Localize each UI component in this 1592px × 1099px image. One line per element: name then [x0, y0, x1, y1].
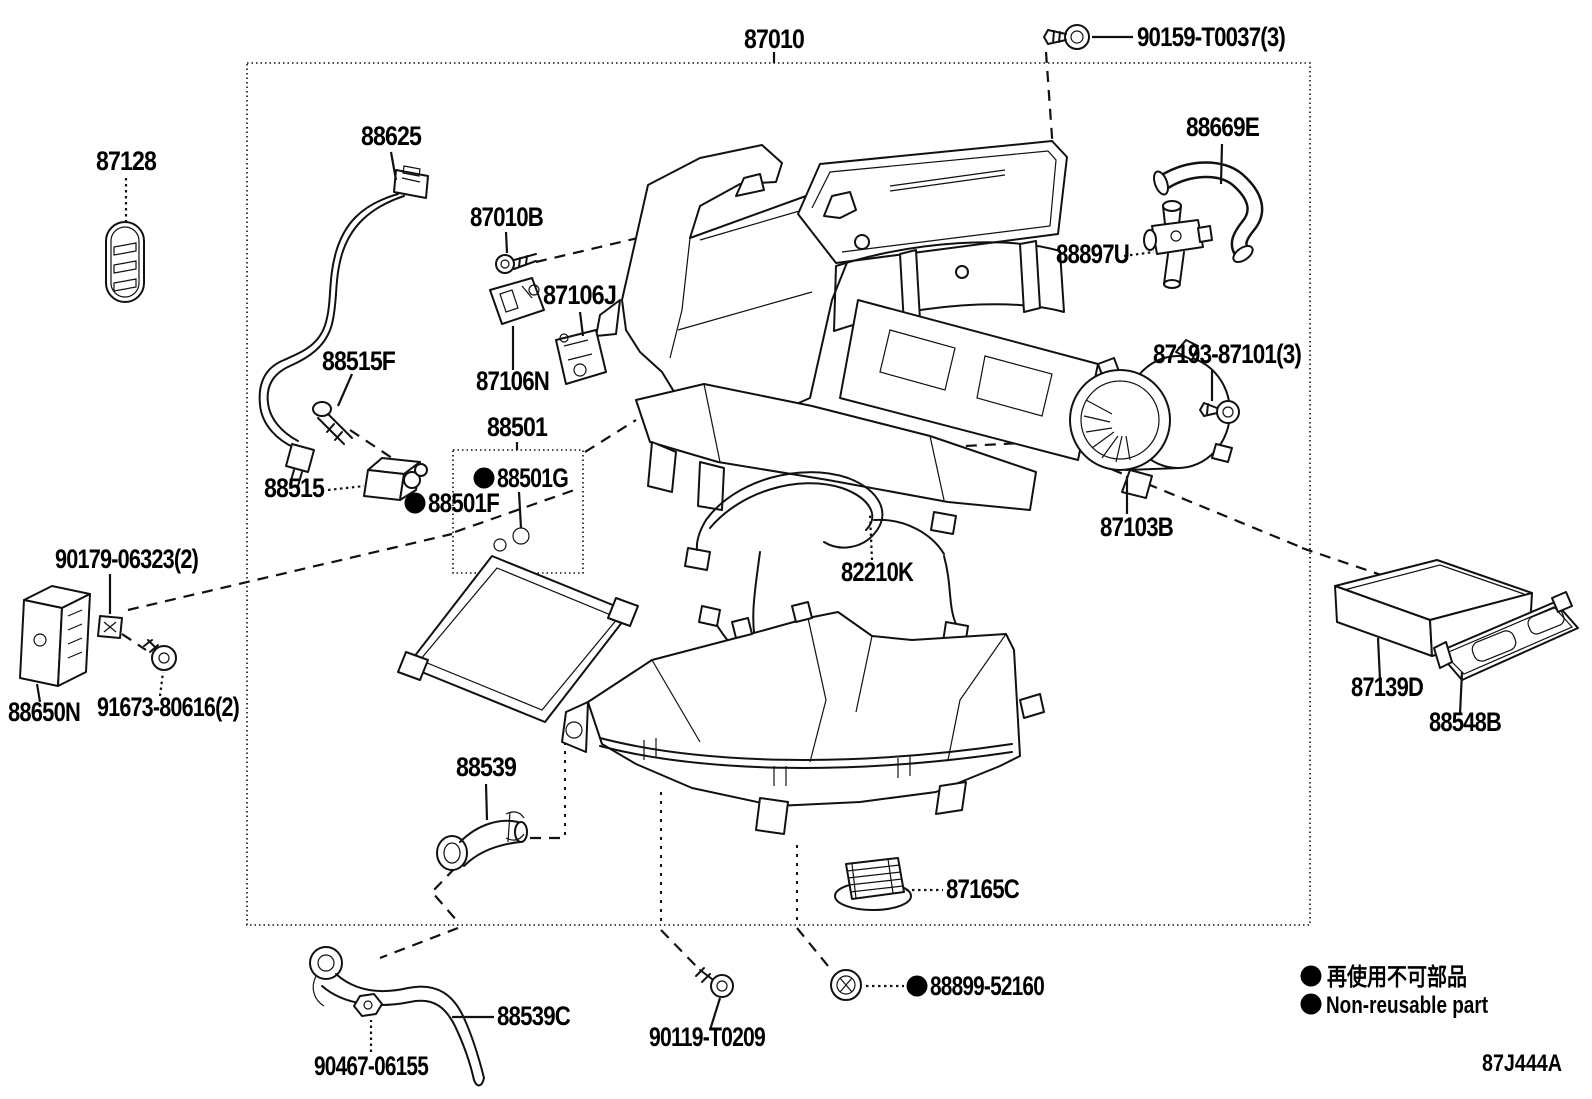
part-label-87139D: 87139D [1351, 672, 1423, 702]
non-reusable-dot-88899 [906, 975, 928, 997]
non-reusable-dot-88501G [473, 467, 495, 489]
part-label-90179: 90179-06323(2) [55, 544, 198, 574]
part-labels: 87010 90159-T0037(3) 87128 88625 87010B … [8, 22, 1502, 1081]
part-label-88625: 88625 [361, 121, 422, 151]
part-label-87010: 87010 [744, 24, 804, 54]
part-label-87106J: 87106J [543, 280, 616, 310]
part-label-88669E: 88669E [1186, 112, 1259, 142]
sensor-88515-drawing [363, 457, 428, 501]
part-label-87165C: 87165C [946, 874, 1019, 904]
part-label-91673: 91673-80616(2) [97, 692, 239, 722]
non-reusable-markers [404, 467, 1322, 1015]
servo-87106N-drawing [489, 277, 545, 325]
part-label-88539: 88539 [456, 752, 517, 782]
resistor-87165C-drawing [834, 857, 912, 911]
legend-text-en: Non-reusable part [1326, 992, 1488, 1019]
heater-core-drawing [397, 527, 639, 723]
part-label-88501: 88501 [487, 412, 548, 442]
part-label-88501G: 88501G [497, 463, 568, 493]
screw-91673-drawing [143, 639, 177, 671]
part-label-90159: 90159-T0037(3) [1137, 22, 1285, 52]
screw-90119-drawing [695, 967, 734, 998]
part-label-87193: 87193-87101(3) [1153, 339, 1301, 369]
blower-motor-drawing [1069, 339, 1233, 499]
leader-lines [35, 35, 1464, 1052]
water-hose-88669E-drawing [1153, 161, 1264, 263]
bolt-88515F-drawing [312, 401, 353, 445]
part-label-90467: 90467-06155 [314, 1051, 429, 1081]
heater-unit-drawing [595, 140, 1121, 511]
non-reusable-dot-88501F [404, 492, 426, 514]
legend: 再使用不可部品 Non-reusable part [1326, 963, 1488, 1019]
grommet-87128-drawing [105, 221, 145, 303]
screw-87010B-drawing [495, 253, 537, 274]
part-label-88515F: 88515F [322, 346, 395, 376]
filter-case-87139D-drawing [1334, 559, 1533, 657]
clip-90179-drawing [97, 615, 123, 639]
part-label-87128: 87128 [96, 146, 157, 176]
blower-screw-87193 [1199, 400, 1240, 424]
part-label-88501F: 88501F [428, 488, 499, 518]
part-label-82210K: 82210K [841, 557, 914, 587]
lower-case-drawing [561, 601, 1045, 835]
thermistor-wire-88625-drawing [258, 165, 429, 487]
part-label-87010B: 87010B [470, 202, 543, 232]
grommet-88899-drawing [830, 969, 862, 1001]
part-label-90119: 90119-T0209 [649, 1022, 766, 1052]
ecu-88650N-drawing [19, 585, 91, 687]
legend-dot-en [1300, 993, 1322, 1015]
legend-text-jp: 再使用不可部品 [1327, 963, 1467, 991]
part-label-87106N: 87106N [476, 366, 549, 396]
servo-87106J-drawing [555, 329, 607, 385]
screw-90159-drawing [1043, 24, 1090, 50]
part-label-88899: 88899-52160 [930, 971, 1044, 1001]
drawing-code: 87J444A [1482, 1050, 1562, 1077]
part-label-88650N: 88650N [8, 697, 80, 727]
filter-frame-88548B-drawing [1433, 591, 1579, 681]
nut-90467-drawing [353, 993, 383, 1017]
part-label-87103B: 87103B [1100, 512, 1173, 542]
pipe-88539-drawing [436, 811, 528, 871]
part-label-88548B: 88548B [1429, 707, 1501, 737]
water-valve-88897U-drawing [1143, 200, 1213, 289]
assembly-boundary-box [246, 62, 1311, 926]
part-label-88515: 88515 [264, 473, 325, 503]
legend-dot-jp [1300, 965, 1322, 987]
part-label-88897U: 88897U [1056, 239, 1129, 269]
part-label-88539C: 88539C [497, 1001, 570, 1031]
